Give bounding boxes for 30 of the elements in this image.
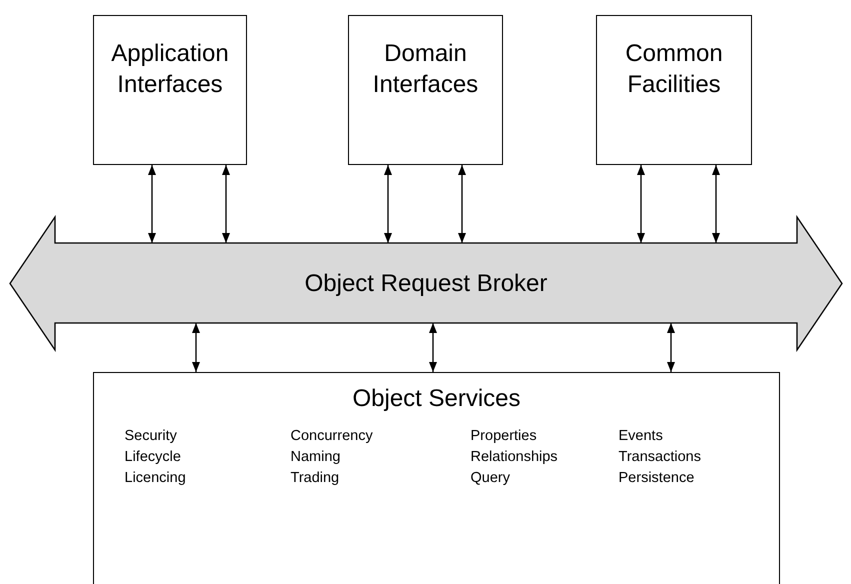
connector-arrow — [667, 323, 675, 372]
service-name: Licencing — [124, 470, 187, 486]
connector-arrow — [148, 165, 156, 243]
service-name: Properties — [470, 428, 538, 444]
service-name: Security — [124, 428, 178, 444]
connector-arrow — [429, 323, 437, 372]
service-name: Query — [470, 470, 511, 486]
connector-arrow — [384, 165, 392, 243]
service-name: Relationships — [470, 449, 559, 466]
component-box — [93, 15, 247, 165]
service-name: Concurrency — [290, 428, 374, 444]
service-name: Persistence — [618, 470, 696, 486]
band-label: Object Request Broker — [304, 268, 548, 299]
connector-arrow — [637, 165, 645, 243]
component-box — [348, 15, 503, 165]
box-title: Domain Interfaces — [372, 39, 480, 100]
service-name: Naming — [290, 449, 342, 466]
service-name: Trading — [290, 470, 340, 486]
component-box — [596, 15, 752, 165]
box-title: Application Interfaces — [110, 39, 230, 100]
service-name: Events — [618, 428, 664, 444]
service-name: Transactions — [618, 449, 702, 466]
box-title: Object Services — [352, 384, 521, 414]
service-name: Lifecycle — [124, 449, 182, 466]
box-title: Common Facilities — [624, 39, 724, 100]
connector-arrow — [458, 165, 466, 243]
component-box — [93, 372, 780, 584]
connector-arrow — [712, 165, 720, 243]
connector-arrow — [192, 323, 200, 372]
connector-arrow — [222, 165, 230, 243]
